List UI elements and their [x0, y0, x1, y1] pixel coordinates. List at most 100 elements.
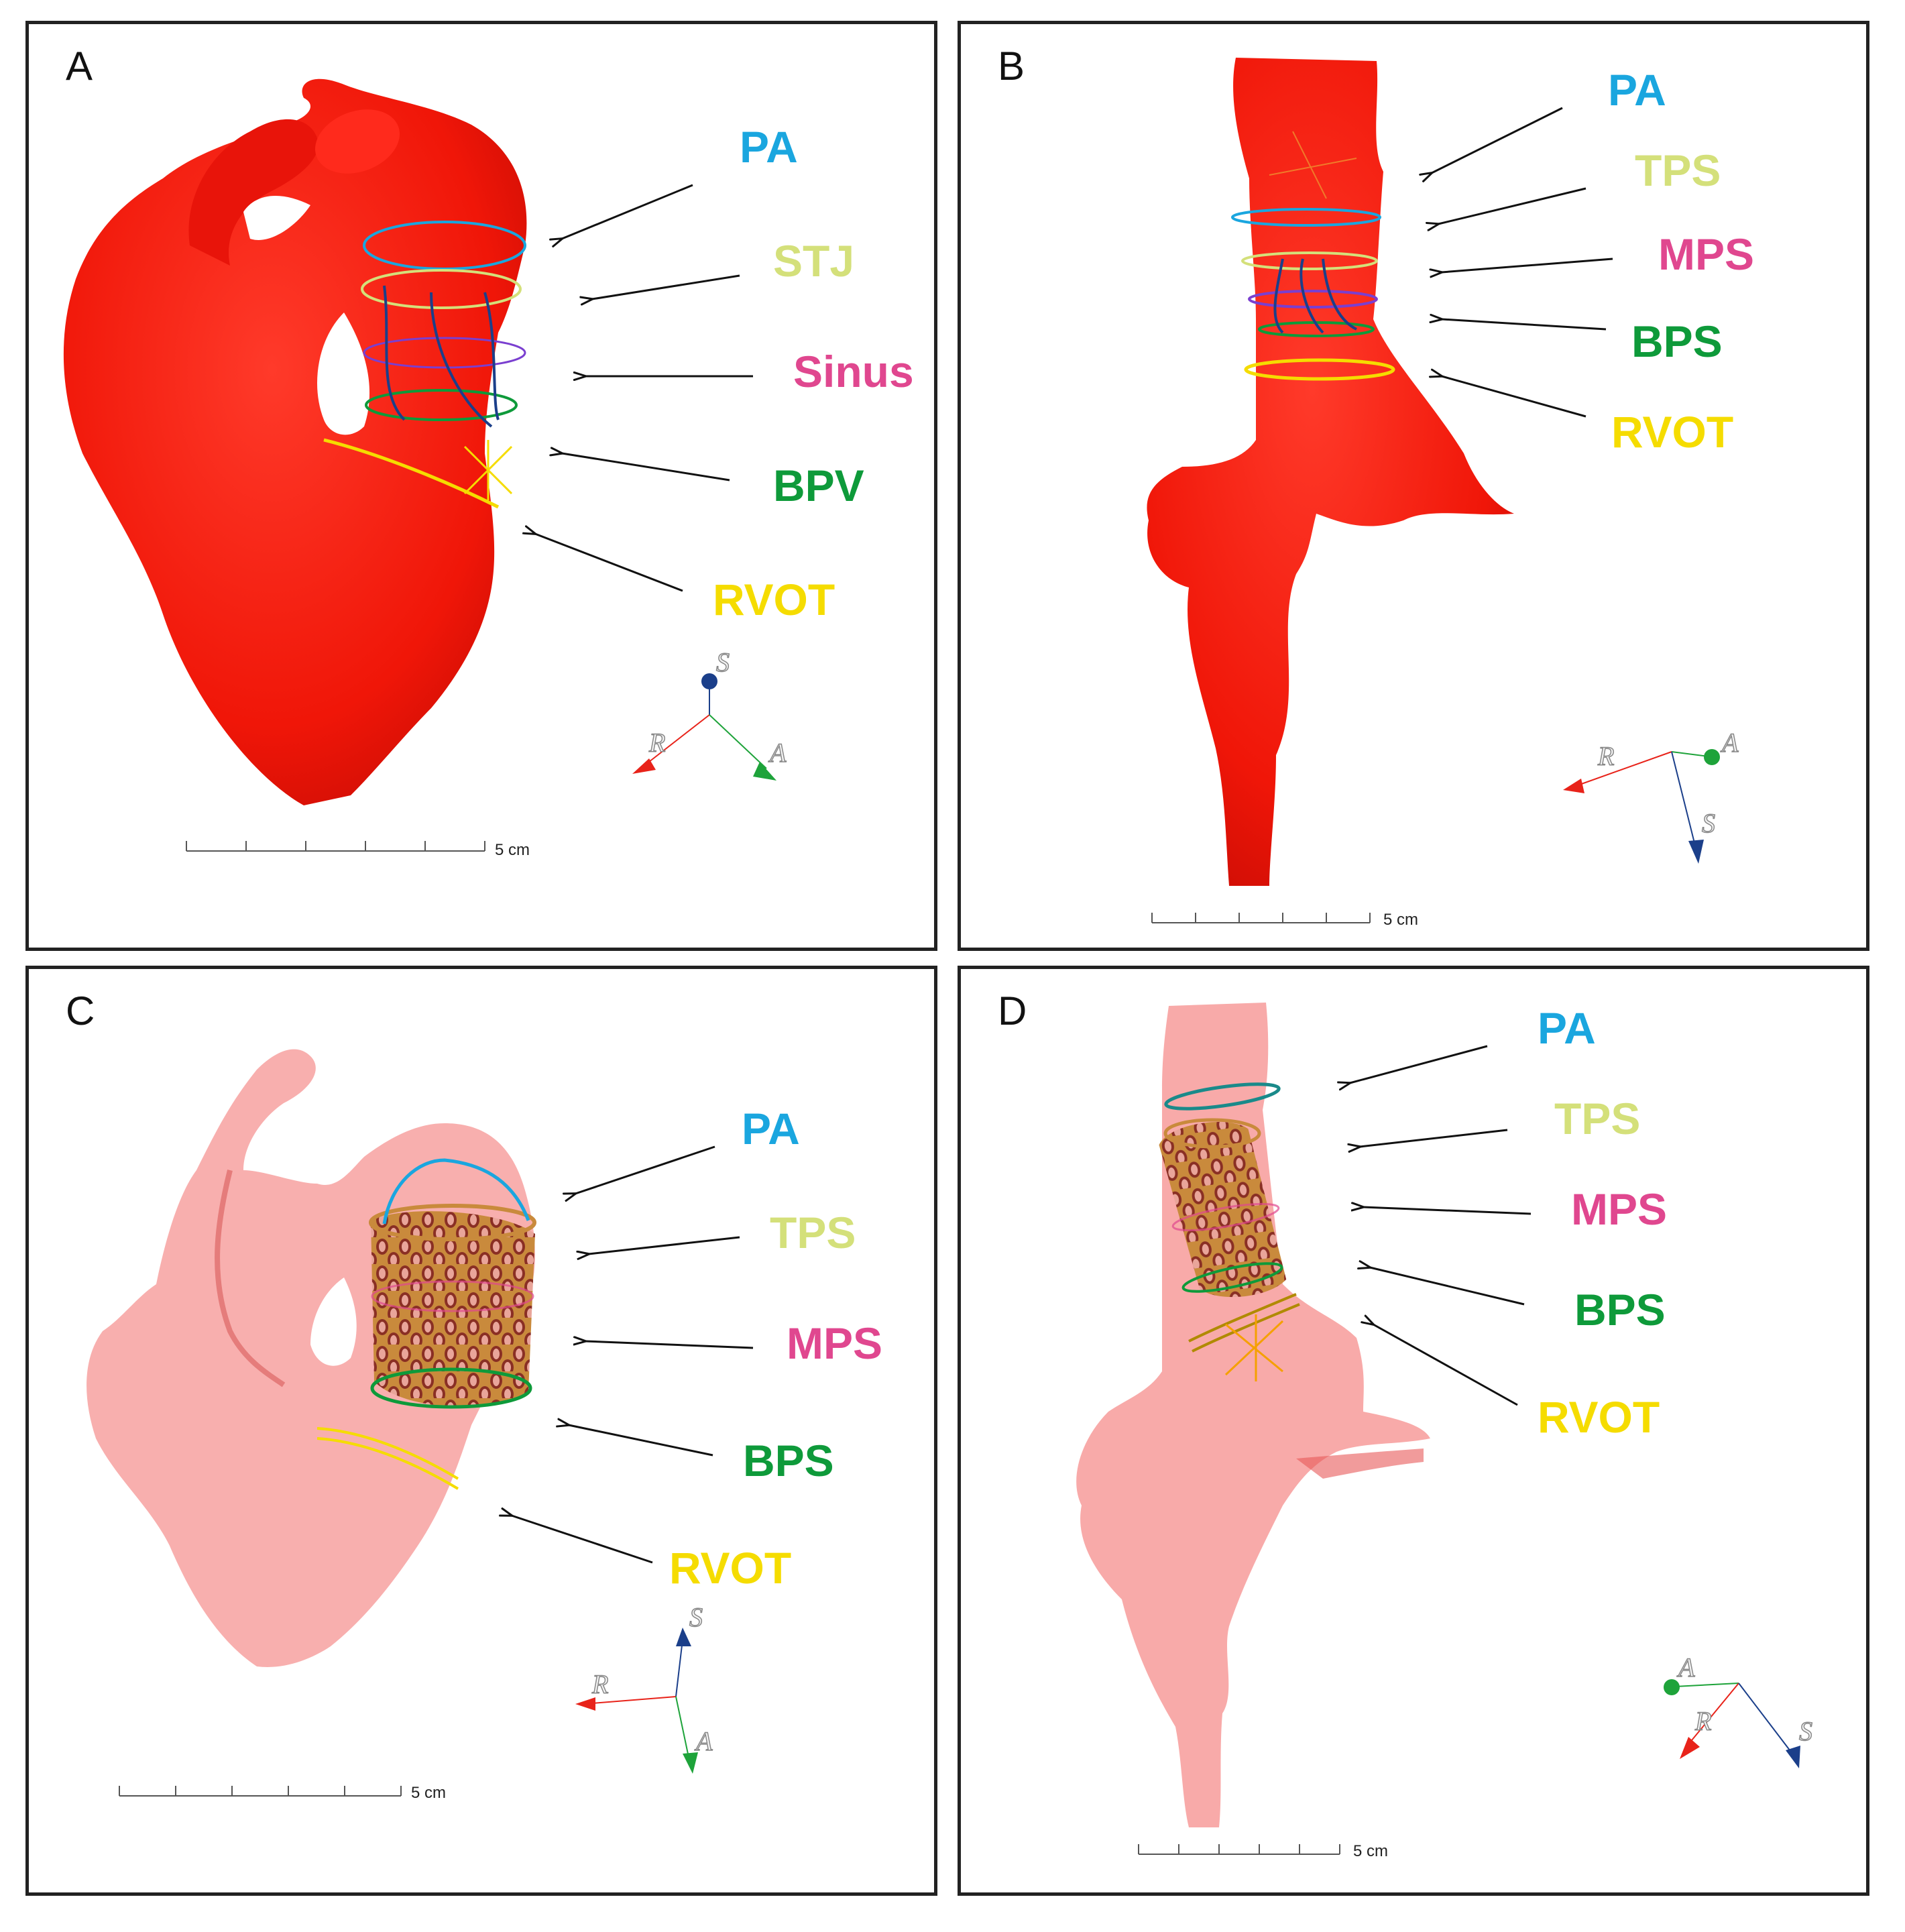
- label-mps: MPS: [1658, 229, 1755, 279]
- arrow-bps: [569, 1425, 713, 1457]
- label-bpv: BPV: [773, 461, 864, 510]
- scale-bar: [186, 841, 485, 852]
- heart-gap: [317, 312, 370, 435]
- arrow-bpv: [562, 453, 730, 481]
- axis-r-head: [1563, 779, 1584, 793]
- arrow-mps: [1442, 258, 1613, 272]
- label-mps: MPS: [1571, 1184, 1668, 1234]
- ring-mps: [1171, 1202, 1280, 1232]
- axis-r-head: [575, 1697, 595, 1711]
- ring-rvot: [323, 438, 500, 509]
- panel-d: A R S D PA TPS MPS BPS RVOT 5 cm: [958, 966, 1869, 1896]
- panel-c: S R A C PA TPS MPS BPS RVOT 5 cm: [25, 966, 937, 1896]
- rvot-appendage: [1296, 1448, 1424, 1479]
- axis-label: S: [1702, 808, 1715, 838]
- axis-label: A: [694, 1726, 713, 1756]
- label-bps: BPS: [1574, 1285, 1666, 1334]
- ring-pa: [1231, 208, 1381, 227]
- arrow-mps: [585, 1341, 754, 1349]
- label-rvot: RVOT: [1538, 1392, 1660, 1442]
- scale-label: 5 cm: [495, 841, 530, 859]
- label-pa: PA: [742, 1104, 800, 1153]
- arrow-rvot: [1373, 1324, 1518, 1406]
- label-pa: PA: [1608, 65, 1666, 115]
- arrow-bps: [1370, 1267, 1525, 1306]
- arrow-rvot: [1442, 376, 1586, 418]
- ring-rvot: [1188, 1293, 1300, 1353]
- orientation-axes: R A S: [1563, 727, 1739, 864]
- ring-tps: [1241, 251, 1378, 270]
- valve-leaflets: [383, 285, 500, 428]
- label-sinus: Sinus: [793, 347, 914, 396]
- axis-s-head: [1786, 1746, 1800, 1768]
- axis-r-head: [1680, 1737, 1700, 1759]
- label-stj: STJ: [773, 236, 855, 286]
- panel-label: B: [998, 44, 1025, 89]
- axis-s-head: [676, 1628, 691, 1646]
- ring-pa: [363, 221, 526, 270]
- label-pa: PA: [740, 122, 798, 172]
- axis-label: A: [1676, 1652, 1695, 1683]
- axis-label: R: [1597, 741, 1614, 771]
- scale-label: 5 cm: [1353, 1842, 1389, 1860]
- ring-rvot: [316, 1427, 459, 1490]
- scale-bar: [119, 1786, 402, 1797]
- label-pa: PA: [1538, 1003, 1596, 1053]
- stent: [369, 1204, 536, 1407]
- pa-tube: [1147, 58, 1514, 886]
- heart-shape: [63, 78, 527, 806]
- axis-label: A: [1720, 728, 1739, 758]
- ring-stj: [361, 269, 522, 309]
- panel-label: C: [66, 988, 95, 1033]
- label-tps: TPS: [1554, 1094, 1641, 1143]
- axis-a-head: [683, 1752, 698, 1774]
- axis-a-head: [1704, 749, 1720, 765]
- panel-label: D: [998, 988, 1027, 1033]
- arrow-pa: [562, 184, 693, 239]
- ring-mps: [371, 1280, 534, 1312]
- label-rvot: RVOT: [713, 575, 835, 624]
- ring-mps: [1248, 290, 1378, 308]
- ring-bps: [370, 1367, 532, 1409]
- arrow-tps: [1360, 1129, 1508, 1147]
- arrow-pa: [575, 1145, 715, 1194]
- axis-s-head: [1688, 840, 1704, 864]
- axis-s-head: [701, 673, 717, 689]
- heart-gap-upper: [243, 196, 310, 240]
- label-tps: TPS: [1635, 146, 1721, 195]
- scale-label: 5 cm: [411, 1784, 447, 1802]
- label-bps: BPS: [1631, 317, 1723, 366]
- arrow-stj: [592, 274, 740, 299]
- heart-model-solid: S R A: [63, 78, 787, 852]
- arrow-tps: [589, 1236, 740, 1254]
- axis-r-head: [632, 758, 656, 774]
- ring-bps: [1181, 1262, 1283, 1293]
- pa-marker: [1269, 131, 1357, 199]
- arrow-mps: [1363, 1207, 1532, 1215]
- label-tps: TPS: [770, 1208, 856, 1257]
- axis-label: S: [689, 1602, 703, 1632]
- panel-label: A: [66, 44, 93, 89]
- scale-bar: [1138, 1844, 1340, 1855]
- orientation-axes: S R A: [632, 646, 787, 781]
- scale-bar: [1151, 913, 1371, 923]
- scale-label: 5 cm: [1383, 911, 1419, 929]
- arrow-rvot: [512, 1516, 653, 1564]
- arrow-bps: [1442, 319, 1607, 331]
- axis-label: R: [1694, 1706, 1711, 1736]
- label-rvot: RVOT: [669, 1543, 792, 1593]
- ring-rvot: [1244, 358, 1395, 381]
- panel-b: R A S B PA TPS MPS BPS RVOT 5 cm: [958, 21, 1869, 951]
- heart-shape: [86, 1049, 536, 1667]
- axis-label: S: [716, 647, 730, 677]
- label-bps: BPS: [743, 1436, 834, 1485]
- arrow-rvot: [535, 534, 683, 592]
- pa-tube: [1076, 1003, 1430, 1827]
- pa-branch-end: [315, 109, 400, 174]
- axis-label: R: [591, 1669, 608, 1699]
- rvot-marker: [1224, 1314, 1284, 1381]
- ring-pa: [382, 1158, 530, 1225]
- axis-label: R: [648, 728, 665, 758]
- heart-gap: [310, 1277, 357, 1366]
- panel-a: S R A A PA STJ Sinus BPV RVOT 5 cm: [25, 21, 937, 951]
